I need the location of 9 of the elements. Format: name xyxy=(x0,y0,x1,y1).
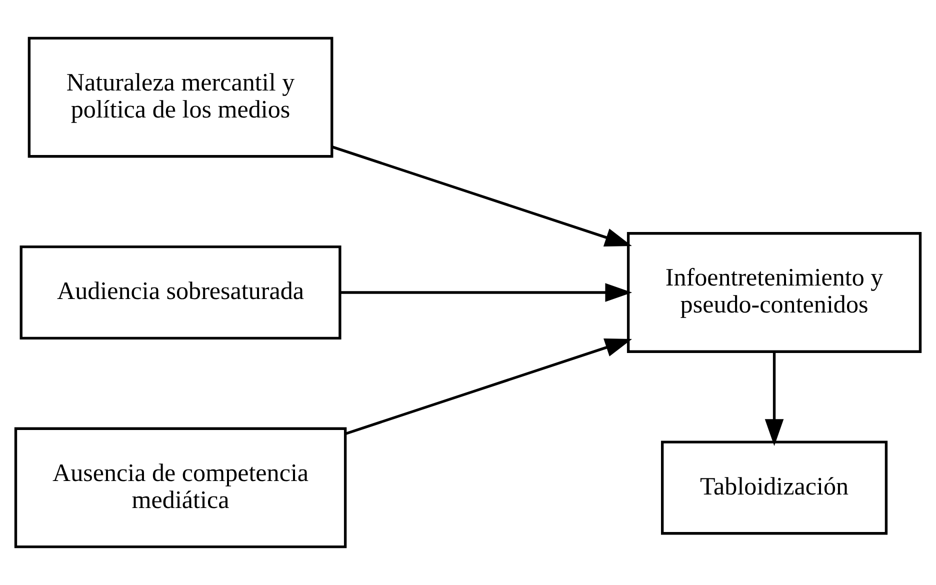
arrow xyxy=(764,352,784,446)
node-box: Ausencia de competencia mediática xyxy=(14,427,347,548)
arrow xyxy=(340,283,632,302)
arrow xyxy=(346,338,632,435)
node-box: Audiencia sobresaturada xyxy=(20,245,342,340)
node-box: Tabloidización xyxy=(661,440,888,535)
node-box: Infoentretenimiento y pseudo-contenidos xyxy=(626,232,922,353)
arrow xyxy=(332,146,632,246)
node-box: Naturaleza mercantil y política de los medios xyxy=(28,36,334,158)
